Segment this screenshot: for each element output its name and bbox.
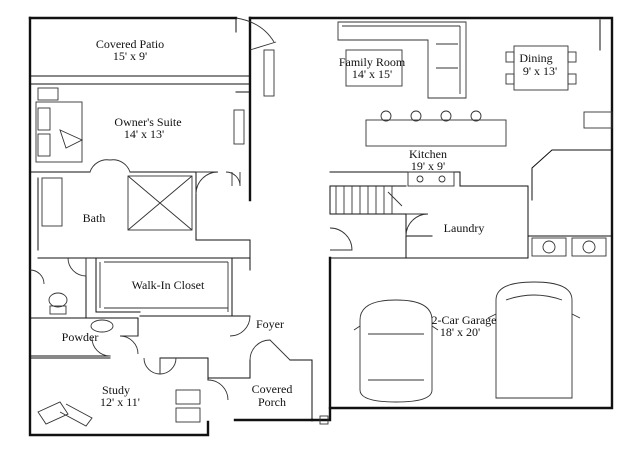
room-dims-owners-suite: 14' x 13' (124, 127, 164, 141)
dresser (233, 109, 245, 145)
sofa-family-room (337, 21, 467, 99)
powder-fixtures (48, 292, 114, 333)
room-dims-study: 12' x 11' (100, 395, 140, 409)
kitchen-island (365, 110, 507, 147)
room-name-walk-in-closet: Walk-In Closet (132, 278, 205, 292)
room-dims-family-room: 14' x 15' (352, 67, 392, 81)
car-suv (487, 281, 581, 399)
room-name-foyer: Foyer (256, 317, 284, 331)
range (407, 171, 455, 187)
room-name-owners-suite: Owner's Suite (114, 115, 181, 129)
study-chairs (175, 389, 201, 423)
desk (37, 401, 93, 427)
bed (35, 101, 84, 163)
car-sedan (353, 299, 439, 403)
closet-shelving (99, 261, 229, 312)
bath-fixtures (41, 175, 193, 231)
room-name-family-room: Family Room (339, 55, 406, 69)
room-dims-dining: 9' x 13' (523, 64, 557, 78)
room-dims-covered-patio: 15' x 9' (113, 49, 147, 63)
room-name-kitchen: Kitchen (409, 147, 447, 161)
room-name-study: Study (102, 383, 130, 397)
room-dims-kitchen: 19' x 9' (411, 159, 445, 173)
pantry (583, 111, 613, 129)
doors (29, 17, 429, 401)
room-name-covered-patio: Covered Patio (96, 37, 164, 51)
washer-dryer (531, 237, 607, 257)
stairs (335, 186, 403, 214)
room-name-bath: Bath (83, 211, 106, 225)
coffee-table (345, 49, 403, 87)
room-name-powder: Powder (62, 330, 99, 344)
dining-table (505, 45, 577, 91)
nightstand (37, 87, 59, 101)
light-fixture (319, 415, 329, 425)
interior-walls (29, 19, 613, 436)
room-dims-garage: 18' x 20' (440, 325, 480, 339)
room-name-garage: 2-Car Garage (432, 313, 497, 327)
tv-console (263, 49, 275, 97)
room-name-dining: Dining (519, 51, 552, 65)
exterior-walls (28, 16, 614, 437)
room-name-laundry: Laundry (444, 221, 485, 235)
